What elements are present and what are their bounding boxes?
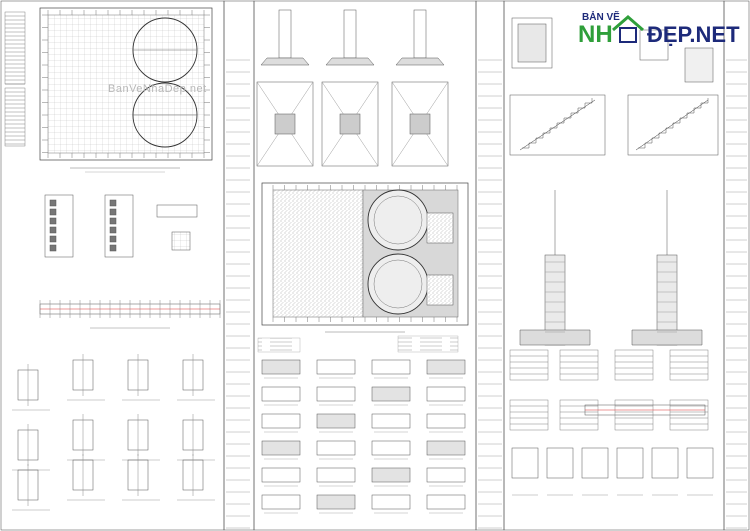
rebar-schedules-and-tables <box>509 349 709 431</box>
brand-top-text: BẢN VẼ <box>582 10 620 23</box>
column-footing-details-and-plans <box>256 9 449 167</box>
legend-table <box>4 11 26 147</box>
tank-sections-and-stair-details <box>509 17 719 156</box>
house-logo-icon <box>612 15 644 43</box>
long-beam-detail <box>39 300 221 329</box>
sheet-3 <box>503 0 750 531</box>
slab-plan-with-two-circular-tanks <box>261 182 469 326</box>
column-elevations <box>44 194 198 258</box>
foundation-plan-with-circular-tanks <box>39 7 213 161</box>
wall-section-details <box>261 359 466 514</box>
faint-watermark: BanVeNhaDep.net <box>108 83 207 95</box>
brand-right-text: ĐẸP.NET <box>647 22 740 47</box>
column-long-sections <box>519 190 703 346</box>
beam-and-column-detail-callouts <box>12 354 215 511</box>
beam-detail-strip <box>511 404 714 496</box>
brand-left-text: NH <box>578 21 613 48</box>
